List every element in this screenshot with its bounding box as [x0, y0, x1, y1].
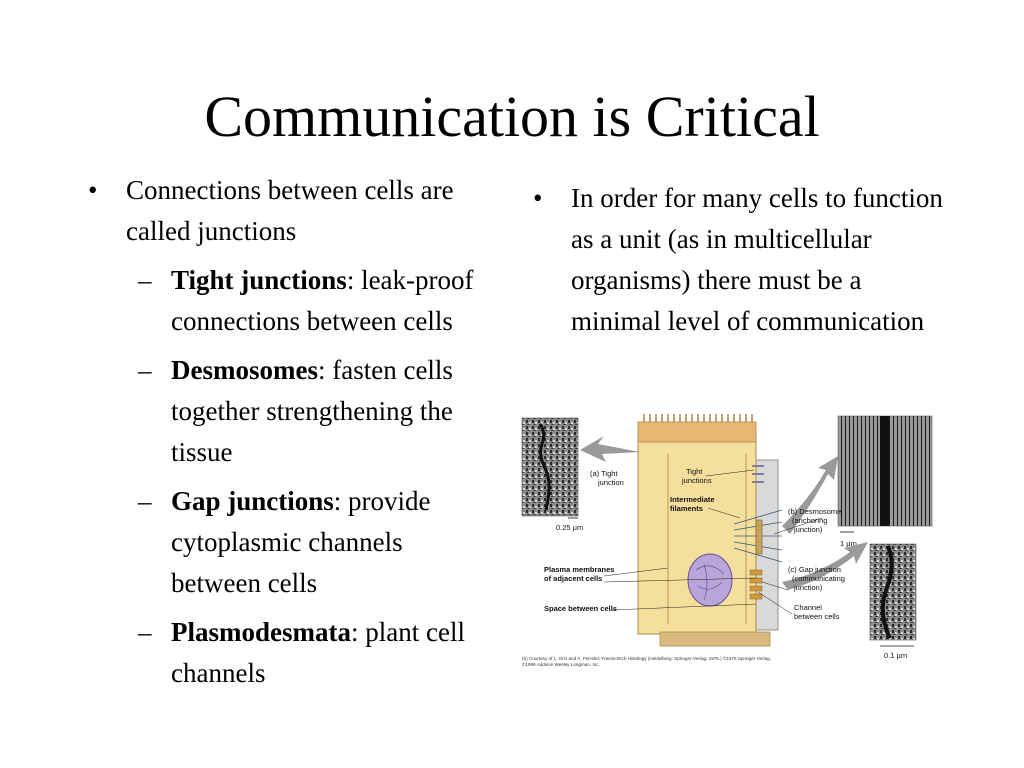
label-a-tight-junction: (a) Tight: [590, 469, 618, 478]
label-c-gap-junction-line3: junction): [793, 583, 823, 592]
label-c-gap-junction-line2: (communicating: [792, 574, 845, 583]
subitem-tight-junctions: – Tight junctions: leak-proof connection…: [88, 260, 498, 342]
label-leader-lines: [603, 469, 823, 615]
bullet-text: In order for many cells to function as a…: [571, 183, 943, 336]
subitem-gap-junctions: – Gap junctions: provide cytoplasmic cha…: [88, 481, 498, 604]
micrograph-desmosome: [837, 415, 933, 527]
label-a-tight-junction-line2: junction: [597, 478, 624, 487]
dash-marker: –: [138, 265, 152, 295]
microvilli: [643, 414, 753, 422]
subitem-plasmodesmata: – Plasmodesmata: plant cell channels: [88, 612, 498, 694]
label-c-gap-junction: (c) Gap junction: [788, 565, 841, 574]
scale-bar-c: 0.1 μm: [880, 645, 914, 660]
label-plasma-membranes: Plasma membranes: [544, 565, 614, 574]
label-tight-junctions: Tight: [686, 467, 703, 476]
dash-marker: –: [138, 617, 152, 647]
label-intermediate-filaments: Intermediate: [670, 495, 715, 504]
bullet-text: Connections between cells are called jun…: [126, 175, 454, 246]
bullet-marker: •: [533, 183, 543, 213]
term-tight-junctions: Tight junctions: [171, 265, 347, 295]
label-space-between-cells: Space between cells: [544, 604, 617, 613]
micrograph-tight-junction: [521, 417, 579, 517]
term-gap-junctions: Gap junctions: [171, 486, 334, 516]
bullet-junctions: • Connections between cells are called j…: [88, 170, 498, 252]
bullet-marker: •: [88, 175, 98, 205]
cell-junctions-diagram: 0.25 μm 1 μm 0.1 μm: [521, 414, 933, 667]
label-plasma-membranes-line2: of adjacent cells: [544, 574, 602, 583]
slide-title: Communication is Critical: [204, 84, 820, 149]
label-b-desmosome-line3: junction): [793, 525, 823, 534]
label-intermediate-filaments-line2: filaments: [670, 504, 703, 513]
dash-marker: –: [138, 486, 152, 516]
figure-credit-line2: ©1999 Addison Wesley Longman, Inc.: [522, 661, 600, 667]
desc-desmosomes: : fasten cells together strengthening th…: [171, 355, 453, 467]
scale-bar-b: 1 μm: [840, 531, 857, 548]
scale-label-b: 1 μm: [840, 539, 857, 548]
bullet-communication: • In order for many cells to function as…: [533, 178, 953, 342]
label-tight-junctions-line2: junctions: [681, 476, 712, 485]
term-plasmodesmata: Plasmodesmata: [171, 617, 351, 647]
label-channel-line2: between cells: [794, 612, 840, 621]
term-desmosomes: Desmosomes: [171, 355, 318, 385]
cell-junctions-figure: 0.25 μm 1 μm 0.1 μm: [520, 414, 940, 670]
label-b-desmosome: (b) Desmosome: [788, 507, 841, 516]
tight-junction-strands: [752, 465, 764, 483]
micrograph-gap-junction: [869, 543, 917, 641]
desc-plasmodesmata: : plant cell channels: [171, 617, 465, 688]
callout-arrows: [580, 436, 868, 590]
scale-label-a: 0.25 μm: [556, 523, 583, 532]
dash-marker: –: [138, 355, 152, 385]
figure-credit: (b) Courtesy of L. Orci and A. Perrelet,…: [522, 655, 771, 661]
cell-illustration: [637, 414, 783, 647]
desc-tight-junctions: : leak-proof connections between cells: [171, 265, 474, 336]
label-b-desmosome-line2: (anchoring: [792, 516, 827, 525]
right-column: • In order for many cells to function as…: [533, 178, 953, 342]
scale-bar-a: 0.25 μm: [556, 517, 583, 532]
scale-label-c: 0.1 μm: [884, 651, 907, 660]
label-channel: Channel: [794, 603, 822, 612]
left-column: • Connections between cells are called j…: [88, 170, 498, 694]
desc-gap-junctions: : provide cytoplasmic channels between c…: [171, 486, 431, 598]
subitem-desmosomes: – Desmosomes: fasten cells together stre…: [88, 350, 498, 473]
